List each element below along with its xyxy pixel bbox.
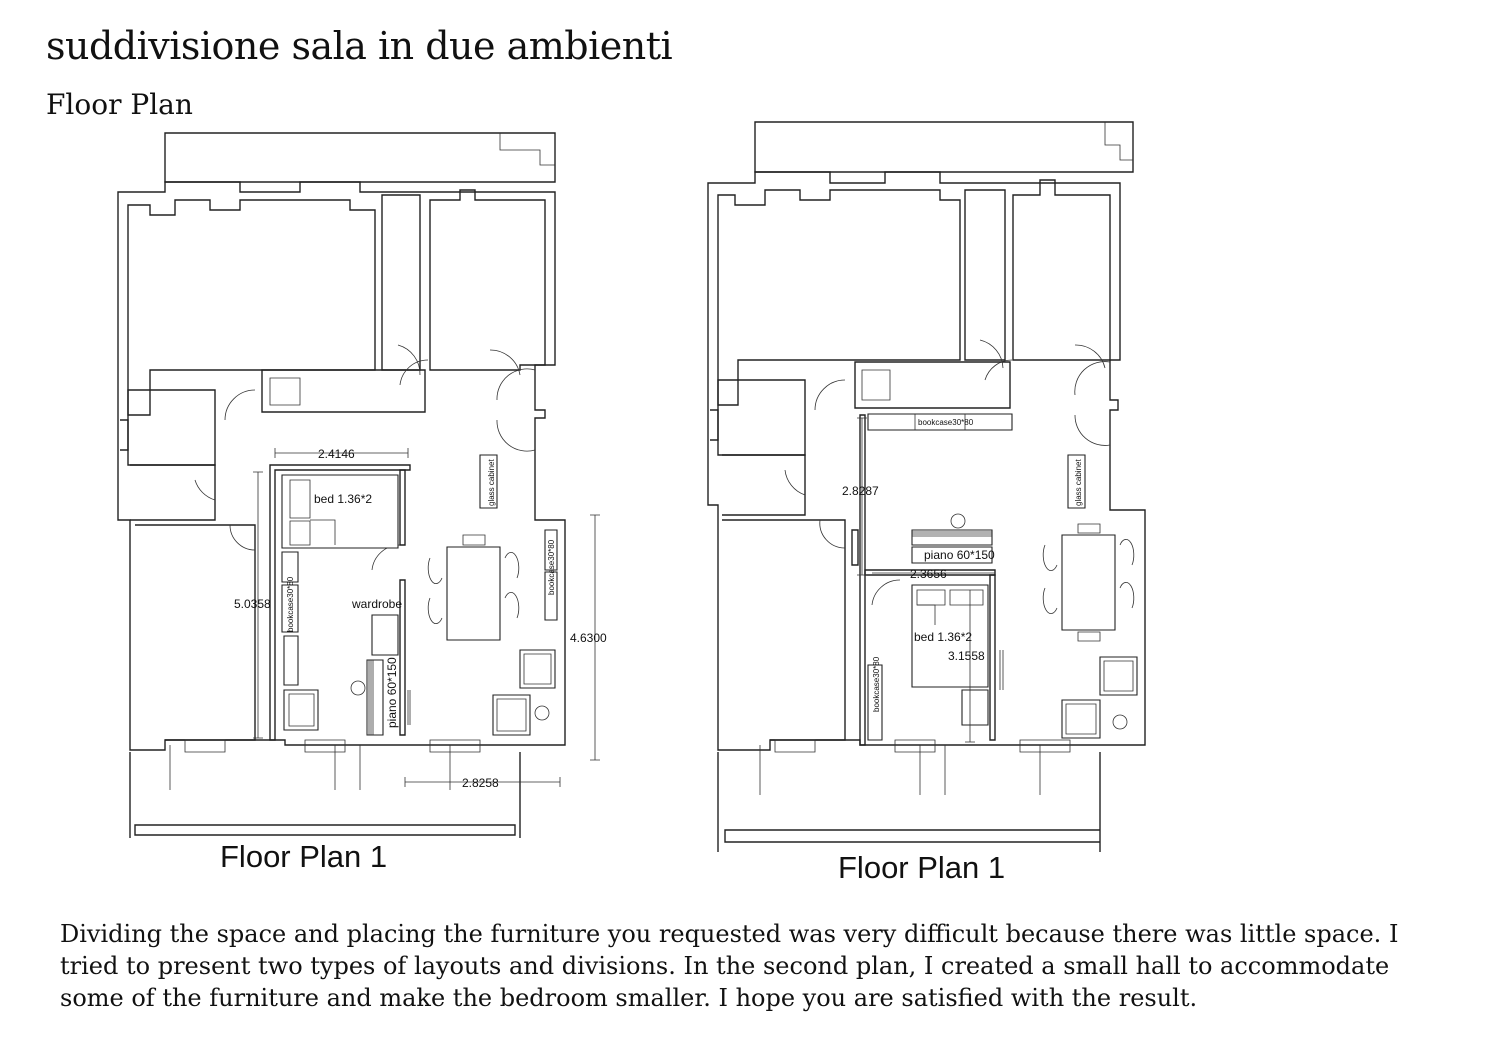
page-subtitle: Floor Plan [46, 88, 193, 121]
bookcase-left-label-2: bookcase30*80 [872, 656, 881, 712]
bed-label-2: bed 1.36*2 [914, 630, 972, 644]
dim-left-label: 5.0358 [234, 597, 271, 611]
bookcase-left-label: bookcase30*80 [286, 576, 295, 632]
bookcase-right-label: bookcase30*80 [547, 539, 556, 595]
wardrobe-label: wardrobe [351, 597, 402, 611]
piano-label: piano 60*150 [385, 657, 399, 728]
dim-left-label-2: 2.8287 [842, 484, 879, 498]
page-title: suddivisione sala in due ambienti [46, 24, 673, 68]
dim-bottom-label: 2.8258 [462, 776, 499, 790]
bed-label: bed 1.36*2 [314, 492, 372, 506]
plan1-caption: Floor Plan 1 [220, 839, 387, 874]
floor-plan-2: 2.8287 2.3656 3.1558 bed 1.36*2 piano 60… [707, 121, 1146, 885]
glass-cabinet-label-2: glass cabinet [1074, 459, 1083, 506]
piano-label-2: piano 60*150 [924, 548, 995, 562]
floor-plan-1: 2.4146 5.0358 4.6300 2.8258 bed 1.36*2 w… [117, 132, 607, 874]
description-text: Dividing the space and placing the furni… [60, 920, 1399, 1012]
dim-right-label: 4.6300 [570, 631, 607, 645]
plan2-caption: Floor Plan 1 [838, 850, 1005, 885]
bookcase-top-label-2: bookcase30*80 [918, 418, 974, 427]
dim-top-label: 2.4146 [318, 447, 355, 461]
dim-bed-label-2: 3.1558 [948, 649, 985, 663]
dim-mid-label-2: 2.3656 [910, 567, 947, 581]
glass-cabinet-label: glass cabinet [487, 459, 496, 506]
